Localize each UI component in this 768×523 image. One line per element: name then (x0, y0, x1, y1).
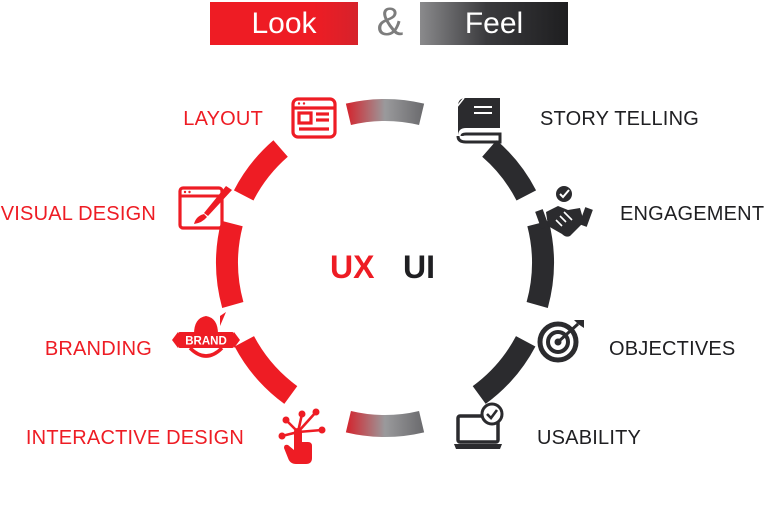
branding-icon: BRAND (172, 312, 240, 358)
ring-left-segment-3 (234, 335, 298, 404)
ampersand: & (376, 0, 404, 44)
interactive-design-icon (278, 408, 326, 464)
book-icon (455, 97, 502, 144)
label-objectives: OBJECTIVES (609, 338, 736, 360)
label-interactive-design: INTERACTIVE DESIGN (25, 427, 244, 449)
label-branding: BRANDING (44, 338, 152, 360)
ring-left-segment-1 (233, 140, 289, 201)
visual-design-icon (178, 186, 232, 230)
label-story-telling: STORY TELLING (540, 108, 699, 130)
svg-text:BRAND: BRAND (185, 336, 227, 348)
ring-left-segment-2 (216, 220, 244, 308)
look-label: Look (251, 7, 317, 40)
ring-right-segment-3 (472, 335, 536, 404)
ui-label: UI (403, 249, 435, 285)
label-usability: USABILITY (537, 427, 642, 449)
ring-top-segment (345, 99, 425, 126)
label-engagement: ENGAGEMENT (620, 203, 765, 225)
laptop-check-icon (454, 402, 504, 449)
ring-bottom-segment (345, 410, 425, 437)
ux-label: UX (330, 249, 375, 285)
target-icon (537, 320, 584, 363)
ring-right-segment-2 (526, 220, 554, 308)
feel-banner: Feel (420, 2, 568, 45)
label-layout: LAYOUT (183, 108, 263, 130)
ring-right-segment-1 (481, 140, 537, 201)
label-visual-design: VISUAL DESIGN (0, 203, 156, 225)
layout-icon (291, 97, 337, 139)
look-banner: Look (210, 2, 358, 45)
feel-label: Feel (464, 7, 524, 40)
handshake-icon (535, 186, 593, 237)
